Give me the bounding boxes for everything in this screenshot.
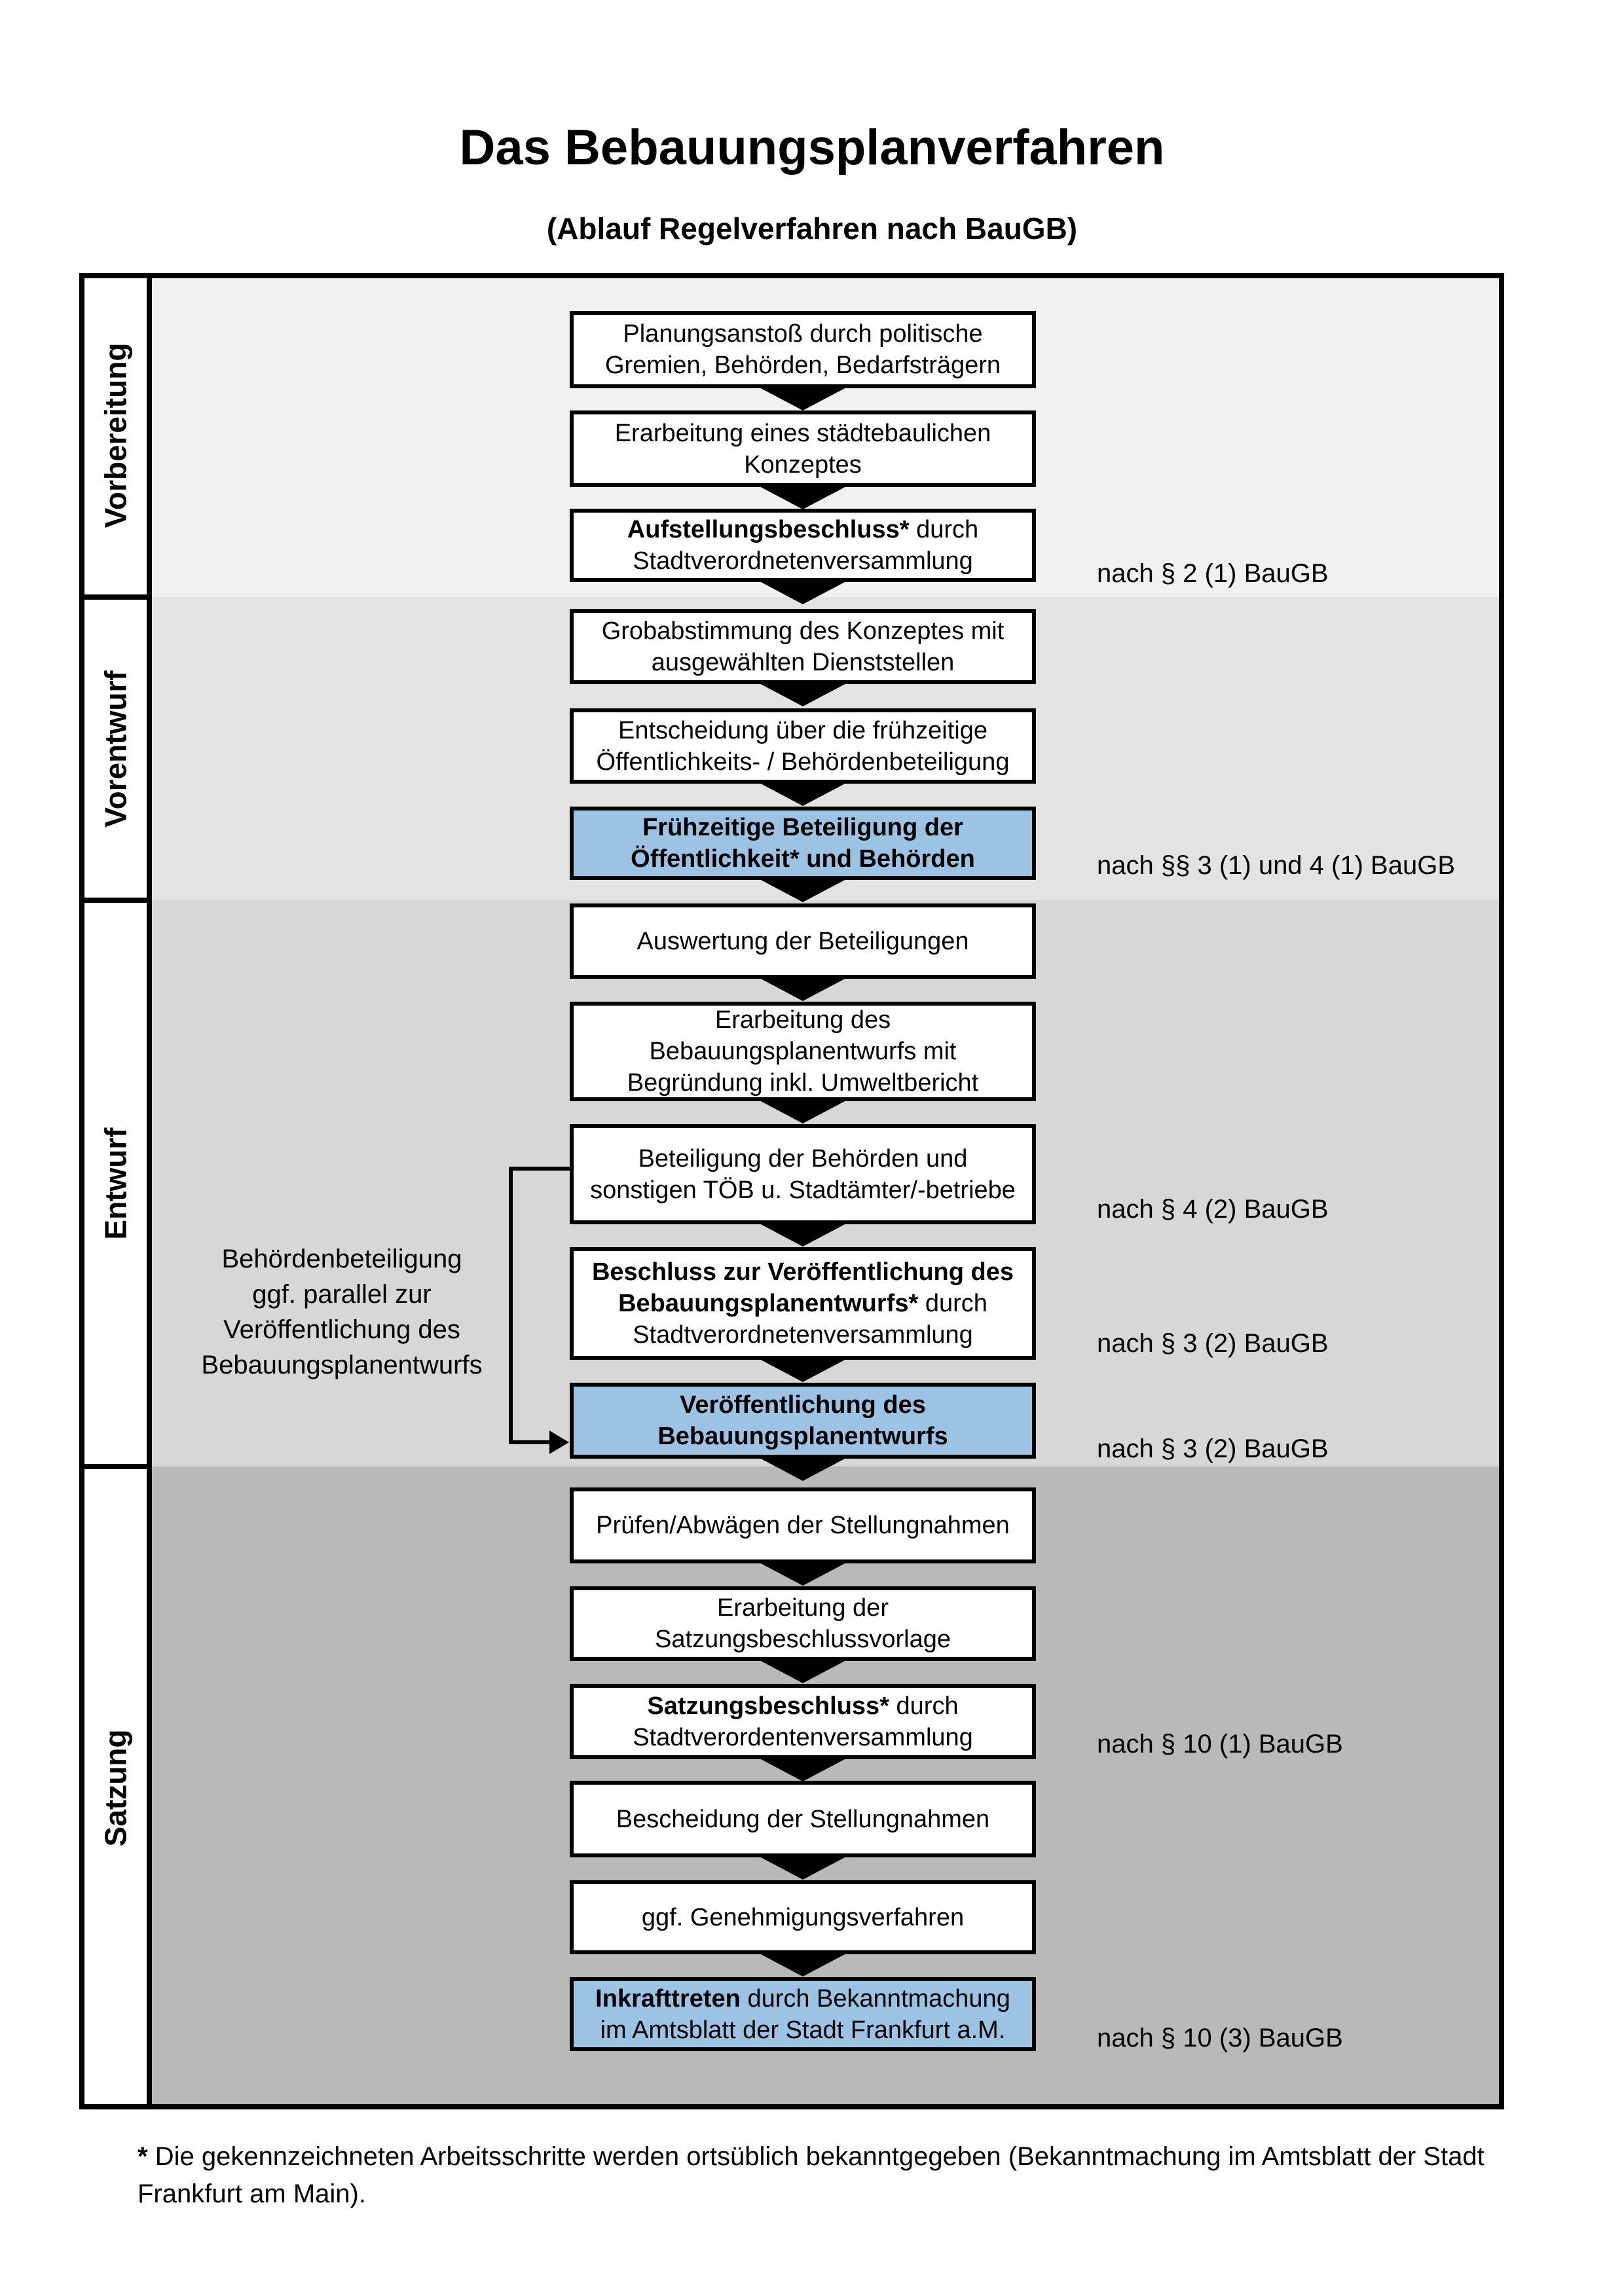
flow-step-genehmigungsverfahren: ggf. Genehmigungsverfahren xyxy=(570,1880,1036,1954)
flow-arrow-down xyxy=(758,387,847,410)
flow-step-grobabstimmung: Grobabstimmung des Konzeptes mit ausgewä… xyxy=(570,609,1036,684)
flow-arrow-down xyxy=(758,486,847,509)
flow-step-satzungsbeschlussvorlage: Erarbeitung der Satzungsbeschlussvorlage xyxy=(570,1586,1036,1661)
flow-step-entscheidung-beteiligung: Entscheidung über die frühzeitige Öffent… xyxy=(570,708,1036,784)
phase-label-vorbereitung: Vorbereitung xyxy=(98,342,133,528)
flow-step-behoerdenbeteiligung: Beteiligung der Behörden und sonstigen T… xyxy=(570,1124,1036,1224)
flow-step-staedtebauliches-konzept: Erarbeitung eines städtebaulichen Konzep… xyxy=(570,410,1036,487)
legal-reference: nach § 4 (2) BauGB xyxy=(1097,1195,1329,1224)
legal-reference: nach § 3 (2) BauGB xyxy=(1097,1434,1329,1463)
flow-arrow-down xyxy=(758,977,847,1001)
flow-step-veroeffentlichung: Veröffentlichung des Bebauungsplanentwur… xyxy=(570,1383,1036,1459)
flow-arrow-down xyxy=(758,1100,847,1123)
phase-cell-vorbereitung: Vorbereitung xyxy=(79,273,152,597)
page-title: Das Bebauungsplanverfahren xyxy=(459,120,1165,175)
flow-arrow-down xyxy=(758,1758,847,1781)
page-subtitle: (Ablauf Regelverfahren nach BauGB) xyxy=(546,211,1078,246)
flow-arrow-down xyxy=(758,683,847,706)
legal-reference: nach §§ 3 (1) und 4 (1) BauGB xyxy=(1097,851,1455,880)
flow-step-inkrafttreten: Inkrafttreten durch Bekanntmachung im Am… xyxy=(570,1977,1036,2051)
phase-label-vorentwurf: Vorentwurf xyxy=(98,670,133,828)
flow-step-aufstellungsbeschluss: Aufstellungsbeschluss* durch Stadtverord… xyxy=(570,509,1036,582)
connector-line-bottom xyxy=(509,1440,549,1444)
phase-label-entwurf: Entwurf xyxy=(98,1127,133,1240)
flow-step-beschluss-veroeffentlichung: Beschluss zur Veröffentlichung des Bebau… xyxy=(570,1247,1036,1360)
flow-arrow-down xyxy=(758,1660,847,1683)
flow-step-erarbeitung-entwurf: Erarbeitung des Bebauungsplanentwurfs mi… xyxy=(570,1002,1036,1101)
phase-divider xyxy=(79,1464,152,1469)
flow-step-satzungsbeschluss: Satzungsbeschluss* durch Stadtverordente… xyxy=(570,1684,1036,1759)
connector-line-top xyxy=(509,1167,570,1171)
phase-cell-vorentwurf: Vorentwurf xyxy=(79,597,152,900)
legal-reference: nach § 10 (3) BauGB xyxy=(1097,2024,1343,2052)
connector-arrowhead-right xyxy=(549,1430,569,1454)
phase-divider xyxy=(79,898,152,903)
flow-arrow-down xyxy=(758,1358,847,1382)
flow-arrow-down xyxy=(758,1562,847,1586)
phase-cell-entwurf: Entwurf xyxy=(79,900,152,1467)
flow-step-auswertung: Auswertung der Beteiligungen xyxy=(570,903,1036,979)
phase-divider xyxy=(79,594,152,600)
flow-arrow-down xyxy=(758,1856,847,1880)
phase-cell-satzung: Satzung xyxy=(79,1467,152,2109)
flow-step-pruefen-abwaegen: Prüfen/Abwägen der Stellungnahmen xyxy=(570,1487,1036,1563)
flow-arrow-down xyxy=(758,1223,847,1247)
flow-arrow-down xyxy=(758,1457,847,1481)
legal-reference: nach § 10 (1) BauGB xyxy=(1097,1730,1343,1758)
connector-line-vertical xyxy=(509,1167,513,1444)
flow-arrow-down xyxy=(758,879,847,902)
legal-reference: nach § 2 (1) BauGB xyxy=(1097,559,1329,588)
flow-step-fruehzeitige-beteiligung: Frühzeitige Beteiligung der Öffentlichke… xyxy=(570,807,1036,880)
phase-label-satzung: Satzung xyxy=(98,1729,133,1847)
flow-arrow-down xyxy=(758,581,847,604)
flow-step-bescheidung: Bescheidung der Stellungnahmen xyxy=(570,1781,1036,1857)
flow-arrow-down xyxy=(758,1953,847,1977)
flow-step-planungsanstoss: Planungsanstoß durch politische Gremien,… xyxy=(570,311,1036,388)
legal-reference: nach § 3 (2) BauGB xyxy=(1097,1329,1329,1358)
flow-arrow-down xyxy=(758,782,847,806)
side-annotation: Behördenbeteiligung ggf. parallel zur Ve… xyxy=(201,1245,483,1379)
footnote: * Die gekennzeichneten Arbeitsschritte w… xyxy=(138,2142,1485,2208)
